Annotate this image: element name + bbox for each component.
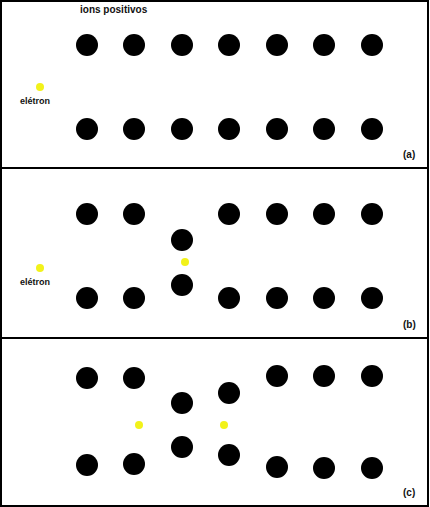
panel-letter: (a) xyxy=(403,149,415,160)
panel-divider xyxy=(1,167,428,169)
electrons xyxy=(36,83,228,429)
positive-ions xyxy=(76,34,383,479)
panel-letter: (c) xyxy=(403,487,415,498)
electron-label: elétron xyxy=(20,278,50,288)
ion-label: ions positivos xyxy=(80,4,147,15)
panel-letter: (b) xyxy=(403,319,416,330)
panel-divider xyxy=(1,337,428,339)
electron-label: elétron xyxy=(20,97,50,107)
